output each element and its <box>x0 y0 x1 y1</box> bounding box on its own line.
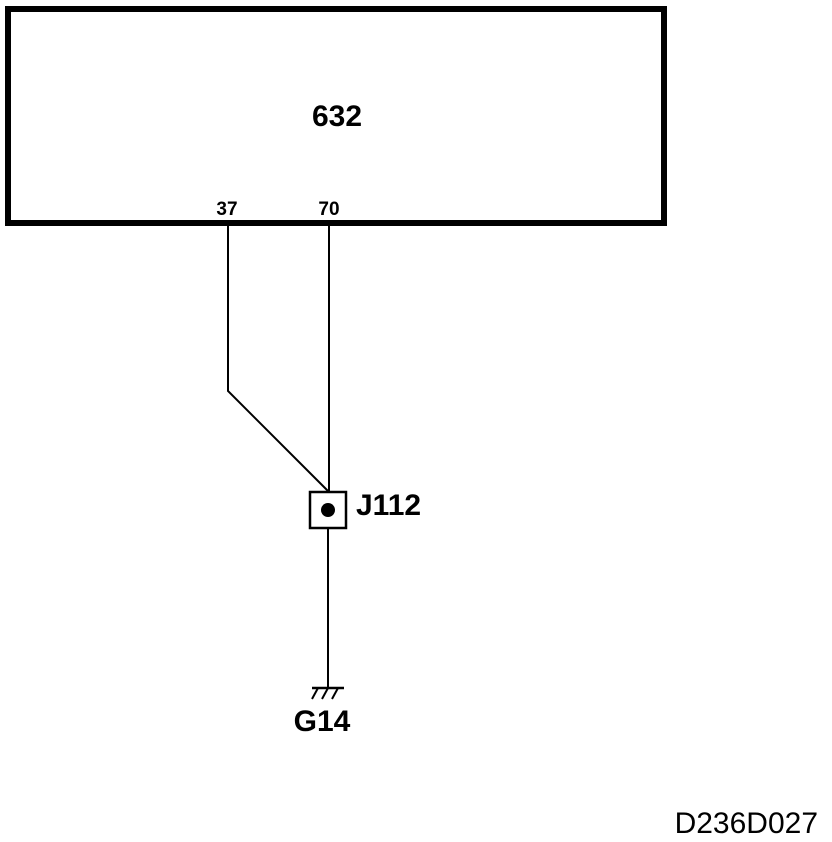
figure-id: D236D027 <box>675 807 818 840</box>
pin-label-70: 70 <box>318 199 339 220</box>
wire-pin-37 <box>227 226 330 493</box>
junction-label: J112 <box>356 489 421 522</box>
component-label: 632 <box>312 100 362 133</box>
ground-label: G14 <box>294 705 351 738</box>
ground-icon <box>311 686 344 700</box>
component-632-box <box>5 6 667 226</box>
pin-label-37: 37 <box>216 199 237 220</box>
junction-dot <box>321 503 335 517</box>
